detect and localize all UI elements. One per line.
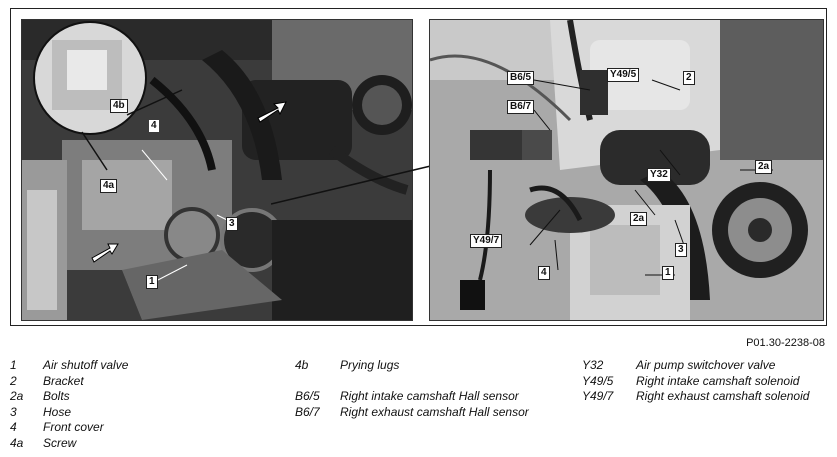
legend-text: Air pump switchover valve	[636, 358, 776, 372]
legend-text: Front cover	[43, 420, 104, 434]
legend-text: Air shutoff valve	[43, 358, 129, 372]
figure-frame: 4b 4 4a 3 1	[10, 8, 827, 326]
legend-code: Y49/7	[582, 389, 614, 403]
callout-y49-5: Y49/5	[607, 68, 640, 82]
callout-1: 1	[662, 266, 674, 280]
engine-photo-right: B6/5 Y49/5 2 B6/7 Y32 2a 2a Y49/7 3 4 1	[429, 19, 824, 321]
figure-id: P01.30-2238-08	[746, 337, 825, 349]
legend-item: Y49/5 Right intake camshaft solenoid	[582, 374, 809, 390]
legend-code: 4a	[10, 435, 24, 450]
legend-code: 4	[10, 420, 17, 434]
connector-line	[271, 163, 440, 205]
legend-item: 4b Prying lugs	[295, 358, 529, 374]
legend-text: Right exhaust camshaft solenoid	[636, 389, 810, 403]
legend-code: 4b	[295, 358, 309, 372]
legend-text: Bolts	[43, 389, 70, 403]
callout-4b: 4b	[110, 99, 128, 113]
legend-spacer	[295, 374, 529, 390]
legend-text: Prying lugs	[340, 358, 400, 372]
legend-item: 4a Screw	[10, 436, 128, 452]
legend-text: Right intake camshaft Hall sensor	[340, 389, 519, 403]
callout-1: 1	[146, 275, 158, 289]
legend-column-2: 4b Prying lugs B6/5 Right intake camshaft …	[295, 358, 529, 420]
callout-b6-5: B6/5	[507, 71, 535, 85]
legend-item: B6/5 Right intake camshaft Hall sensor	[295, 389, 529, 405]
legend-text: Right exhaust camshaft Hall sensor	[340, 404, 529, 419]
legend-code: 2a	[10, 389, 24, 403]
callout-2: 2	[683, 71, 695, 85]
callout-b6-7: B6/7	[507, 100, 535, 114]
legend-item: 2 Bracket	[10, 374, 128, 390]
legend-text: Hose	[43, 404, 72, 419]
legend-text: Bracket	[43, 373, 84, 388]
legend-item: Y32 Air pump switchover valve	[582, 358, 809, 374]
legend-item: 4 Front cover	[10, 420, 128, 436]
legend-item: Y49/7 Right exhaust camshaft solenoid	[582, 389, 809, 405]
legend-code: 3	[10, 404, 17, 419]
legend-code: Y49/5	[582, 373, 614, 388]
callout-4a: 4a	[100, 179, 118, 193]
callout-2a: 2a	[630, 212, 648, 226]
callout-2a-bolts: 2a	[755, 160, 773, 174]
legend-code: B6/7	[295, 404, 320, 419]
legend-text: Screw	[43, 435, 77, 450]
callout-3: 3	[226, 217, 238, 231]
callout-y32: Y32	[647, 168, 671, 182]
callout-4: 4	[538, 266, 550, 280]
legend-item: 3 Hose	[10, 405, 128, 421]
legend-code: Y32	[582, 358, 604, 372]
legend-code: 2	[10, 373, 17, 388]
legend-item: 1 Air shutoff valve	[10, 358, 128, 374]
legend-code: B6/5	[295, 389, 320, 403]
engine-photo-left: 4b 4 4a 3 1	[21, 19, 413, 321]
legend-item: 2a Bolts	[10, 389, 128, 405]
legend-item: B6/7 Right exhaust camshaft Hall sensor	[295, 405, 529, 421]
legend-text: Right intake camshaft solenoid	[636, 373, 800, 388]
legend-column-1: 1 Air shutoff valve 2 Bracket 2a Bolts 3 Hos…	[10, 358, 128, 451]
callout-3: 3	[675, 243, 687, 257]
callout-y49-7: Y49/7	[470, 234, 503, 248]
callout-4: 4	[149, 120, 159, 132]
legend-code: 1	[10, 358, 17, 372]
